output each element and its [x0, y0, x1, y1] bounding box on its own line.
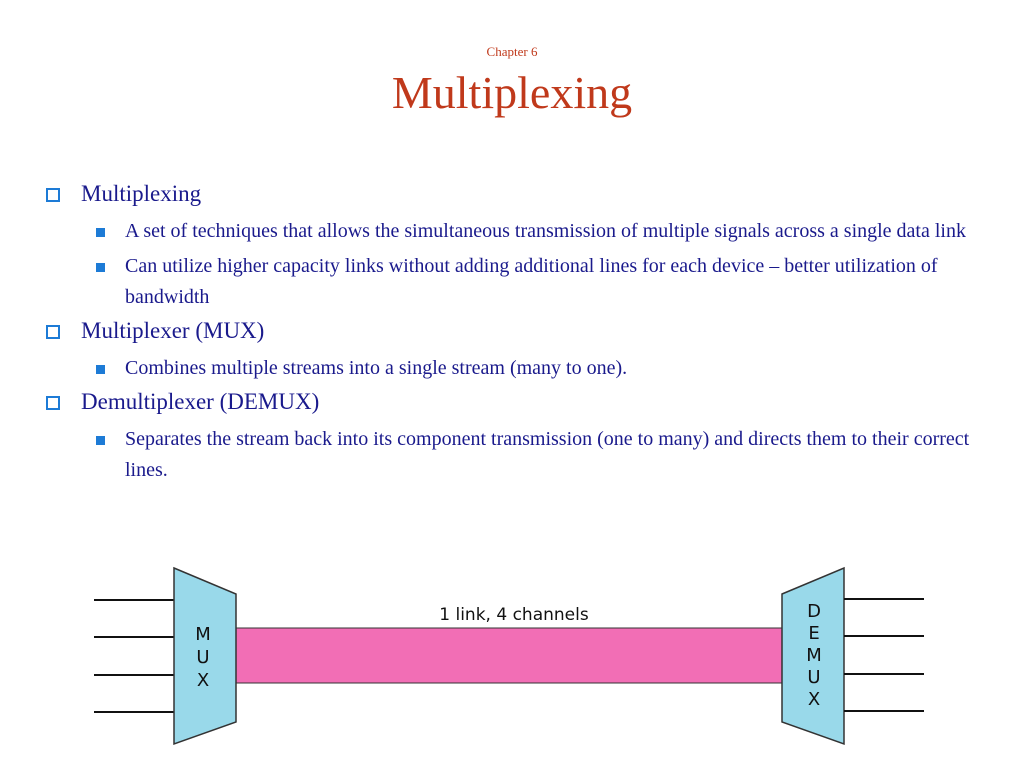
slide-title: Multiplexing — [391, 67, 633, 118]
sub-bullet: Combines multiple streams into a single … — [44, 353, 994, 384]
sub-bullet-text: Can utilize higher capacity links withou… — [125, 255, 938, 308]
filled-square-bullet-icon — [96, 365, 105, 374]
mux-letter: U — [196, 647, 209, 668]
bullet-text: Multiplexing — [81, 181, 202, 206]
filled-square-bullet-icon — [96, 263, 105, 272]
sub-bullet-text: Combines multiple streams into a single … — [125, 357, 628, 379]
bullet-text: Demultiplexer (DEMUX) — [81, 389, 320, 414]
link-band — [234, 627, 784, 684]
mux-diagram-svg: 1 link, 4 channels M U X D E M U X — [94, 566, 924, 746]
hollow-square-bullet-icon — [46, 396, 60, 410]
demux-letter: D — [807, 601, 821, 622]
chapter-label: Chapter 6 — [486, 44, 538, 59]
hollow-square-bullet-icon — [46, 188, 60, 202]
demux-letter: U — [807, 667, 820, 688]
mux-diagram: 1 link, 4 channels M U X D E M U X — [90, 562, 930, 752]
hollow-square-bullet-icon — [46, 325, 60, 339]
bullet-text: Multiplexer (MUX) — [81, 318, 265, 343]
mux-block — [173, 566, 237, 746]
demux-letter: M — [806, 645, 822, 666]
mux-letter: M — [195, 624, 211, 645]
demux-block — [781, 566, 845, 746]
sub-bullet-text: A set of techniques that allows the simu… — [125, 220, 966, 242]
bullet-multiplexer: Multiplexer (MUX) — [44, 317, 994, 345]
bullet-multiplexing: Multiplexing — [44, 180, 994, 208]
demux-letter: X — [808, 689, 820, 710]
link-label: 1 link, 4 channels — [439, 605, 589, 625]
bullet-list: Multiplexing A set of techniques that al… — [44, 180, 994, 490]
mux-letter: X — [197, 670, 209, 691]
sub-bullet-text: Separates the stream back into its compo… — [125, 428, 970, 481]
sub-bullet: Separates the stream back into its compo… — [44, 424, 994, 486]
sub-bullet: Can utilize higher capacity links withou… — [44, 251, 994, 313]
filled-square-bullet-icon — [96, 228, 105, 237]
sub-bullet: A set of techniques that allows the simu… — [44, 216, 994, 247]
filled-square-bullet-icon — [96, 436, 105, 445]
demux-letter: E — [808, 623, 819, 644]
bullet-demultiplexer: Demultiplexer (DEMUX) — [44, 388, 994, 416]
